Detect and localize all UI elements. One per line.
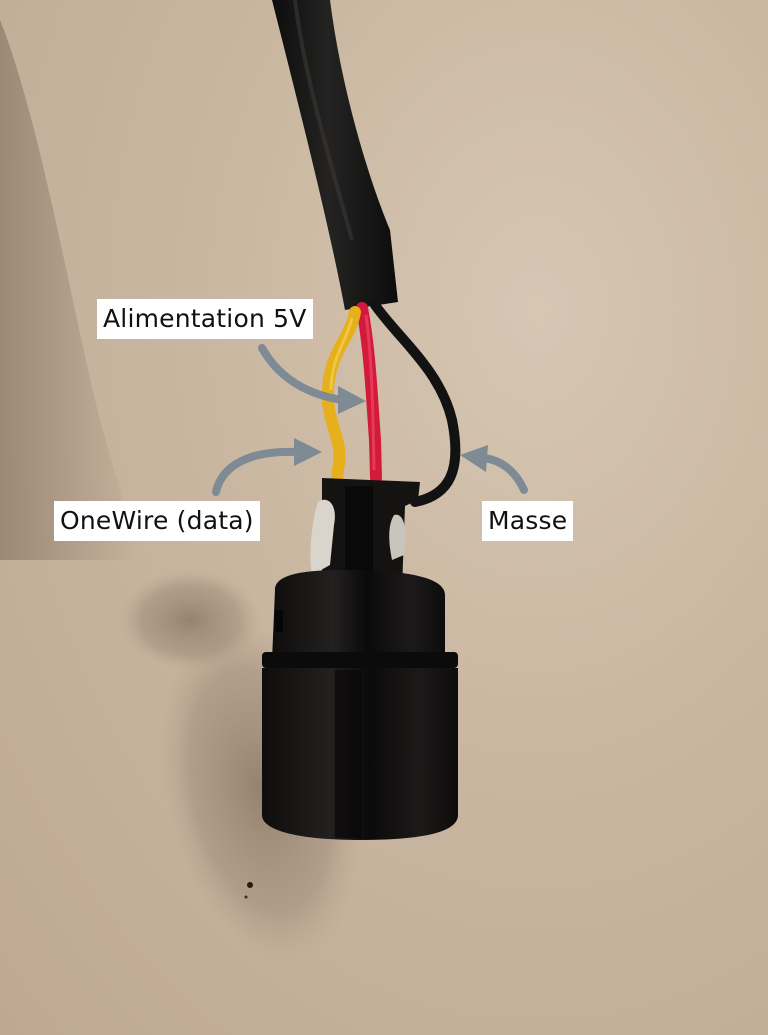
black-wire <box>370 300 461 507</box>
solder-joint-left <box>310 499 335 575</box>
arrow-power-icon <box>258 344 346 404</box>
cable-shadow <box>0 20 140 560</box>
loop-shadow <box>120 570 260 670</box>
arrow-data-icon <box>212 447 302 496</box>
connector-upper-body <box>272 570 445 660</box>
arrow-power-head <box>338 386 366 414</box>
label-onewire-data: OneWire (data) <box>54 501 260 541</box>
connector-ring <box>262 652 458 668</box>
arrow-ground-head <box>460 445 488 472</box>
arrow-data-head <box>294 438 322 466</box>
arrow-ground-icon <box>480 454 528 494</box>
speck <box>247 882 253 888</box>
cable-jacket <box>272 0 398 310</box>
speck <box>244 895 248 899</box>
label-power-5v: Alimentation 5V <box>97 299 313 339</box>
label-ground-masse: Masse <box>482 501 574 541</box>
solder-joint-right <box>389 514 406 560</box>
